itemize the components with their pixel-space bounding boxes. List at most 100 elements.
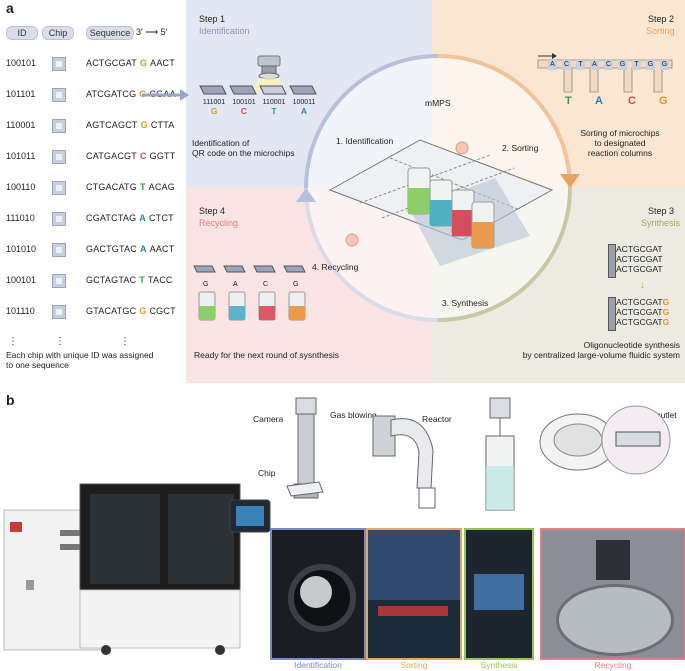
camera-label: Camera (253, 414, 284, 424)
sequence-suffix: AACT (150, 58, 175, 68)
step1-chip-id-2: 100101 (232, 99, 256, 106)
sequence-next-base: A (139, 213, 146, 223)
step4-illustration (193, 265, 306, 321)
identification-photo (270, 528, 366, 660)
cycle-sorting: 2. Sorting (502, 143, 539, 153)
step4-title: Step 4 (199, 206, 226, 216)
recycle-chip-3: C (263, 281, 269, 288)
row-chip-icon (52, 150, 66, 164)
row-id: 110001 (6, 120, 36, 130)
step4-name: Recycling (199, 218, 239, 228)
sequence-prefix: CTGACATG (86, 182, 137, 192)
sequence-next-base: A (139, 244, 147, 254)
sorter-drawing (372, 415, 436, 509)
chip-header: Chip (42, 26, 74, 40)
row-id: 101101 (6, 89, 36, 99)
sort-chip-8: G (646, 60, 655, 70)
sort-chip-5: C (604, 60, 613, 70)
sort-chip-9: G (660, 60, 669, 70)
before-seq-3: ACTGCGAT (616, 264, 663, 274)
reactor-drawing (485, 397, 515, 511)
sort-chip-1: A (548, 60, 557, 70)
ellipsis-chip: ⋮ (55, 336, 65, 347)
cycle-synthesis: 3. Synthesis (442, 298, 489, 308)
after-base-2: G (662, 307, 670, 317)
recycler-drawing (539, 405, 671, 475)
sequence-prefix: GACTGTAC (86, 244, 137, 254)
sorting-photo (366, 528, 462, 660)
step1-base-1: G (210, 106, 218, 116)
sort-chip-7: T (632, 60, 641, 70)
chip-label: Chip (258, 468, 276, 478)
step1-chip-id-4: 100011 (292, 99, 316, 106)
gas-blowing-label: Gas blowing (330, 410, 377, 420)
sequence-prefix: CATGACGT (86, 151, 137, 161)
step1-chip-id-3: 110001 (262, 99, 286, 106)
step1-chip-id-1: 111001 (202, 99, 226, 106)
before-seq-2: ACTGCGAT (616, 254, 663, 264)
footnote-line1: Each chip with unique ID was assigned (6, 350, 154, 360)
sort-chip-6: G (618, 60, 627, 70)
sequence-suffix: AACT (149, 244, 175, 254)
row-chip-icon (52, 243, 66, 257)
sequence-next-base: G (139, 306, 147, 316)
row-id: 100101 (6, 275, 37, 285)
row-id: 111010 (6, 213, 35, 223)
sequence-suffix: GGTT (149, 151, 176, 161)
row-chip-icon (52, 57, 66, 71)
step1-base-4: A (300, 106, 308, 116)
table-to-step1-arrow (142, 89, 189, 101)
row-chip-icon (52, 305, 66, 319)
id-header: ID (6, 26, 38, 40)
after-base-1: G (662, 297, 670, 307)
after-seq-3: ACTGCGAT (616, 317, 663, 327)
row-id: 100110 (6, 182, 36, 192)
sequence-suffix: CTTA (150, 120, 175, 130)
recycle-chip-1: G (203, 281, 209, 288)
reactor-label: Reactor (422, 414, 452, 424)
chip-row (199, 85, 317, 95)
row-chip-icon (52, 88, 66, 102)
column-T: T (565, 95, 572, 107)
column-G: G (659, 95, 668, 107)
footnote-line2: to one sequence (6, 360, 69, 370)
step2-name: Sorting (646, 26, 675, 36)
cycle-identification: 1. Identification (336, 136, 394, 146)
row-chip-icon (52, 119, 66, 133)
step3-desc-line1: Oligonucleotide synthesis (583, 340, 680, 350)
step1-desc-line1: Identification of (192, 138, 250, 148)
recycle-chip-2: A (233, 281, 238, 288)
caption-synthesis: Synthesis (480, 660, 518, 670)
chip-drawing (286, 481, 324, 497)
center-label: mMPS (425, 98, 451, 108)
central-cycle-diagram (296, 54, 580, 322)
synthesis-arrow-icon: ↓ (640, 280, 645, 291)
sequence-prefix: ATCGATCG (86, 89, 137, 99)
caption-recycling: Recycling (594, 660, 632, 670)
column-A: A (595, 95, 603, 107)
sequence-next-base: C (139, 151, 147, 161)
recycle-chip-4: G (293, 281, 299, 288)
row-chip-icon (52, 274, 66, 288)
sequence-prefix: GTACATGC (86, 306, 137, 316)
step2-desc-line2: to designated (594, 138, 646, 148)
chip-edge-before (608, 244, 616, 278)
recycling-photo (540, 528, 685, 660)
ellipsis-seq: ⋮ (120, 336, 130, 347)
step4-desc: Ready for the next round of sysnthesis (194, 350, 340, 360)
after-seq-2: ACTGCGAT (616, 307, 663, 317)
sequence-next-base: T (139, 182, 146, 192)
after-base-3: G (662, 317, 670, 327)
row-id: 100101 (6, 58, 37, 68)
sequence-prefix: CGATCTAG (86, 213, 137, 223)
row-chip-icon (52, 212, 66, 226)
direction-label: 3′ ⟶ 5′ (136, 27, 168, 37)
sequence-suffix: CTCT (148, 213, 174, 223)
column-C: C (628, 95, 636, 107)
instrument-illustration (3, 483, 271, 655)
panel-a-letter: a (6, 0, 14, 16)
